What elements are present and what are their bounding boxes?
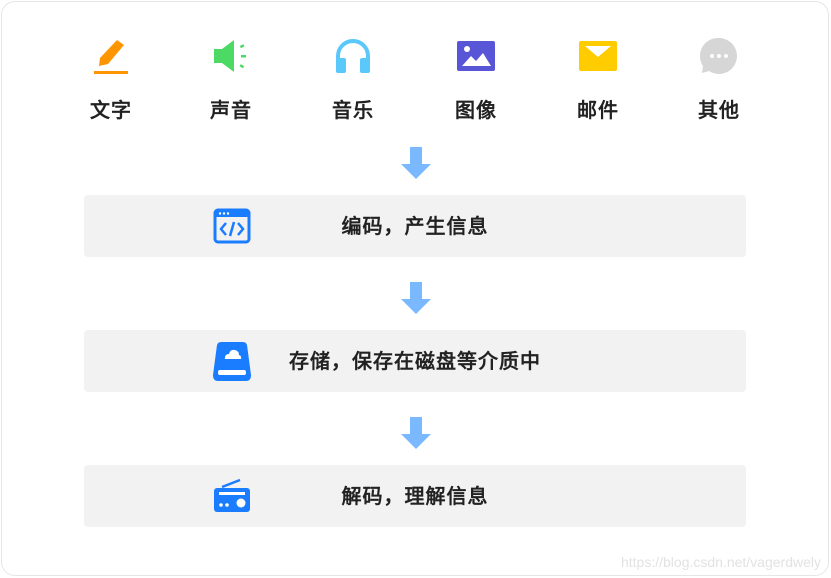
image-icon: [454, 34, 498, 78]
category-label: 其他: [698, 98, 740, 122]
mail-icon: [576, 34, 620, 78]
down-arrow-icon: [401, 147, 431, 179]
category-label: 图像: [455, 98, 497, 122]
category-other: 其他: [679, 34, 759, 123]
chat-bubble-icon: [697, 34, 741, 78]
category-text: 文字: [71, 34, 151, 123]
category-label: 声音: [210, 98, 252, 122]
step-storage: 存储，保存在磁盘等介质中: [84, 330, 746, 392]
category-image: 图像: [436, 34, 516, 123]
watermark: https://blog.csdn.net/vagerdwely: [620, 554, 821, 570]
step-label: 解码，理解信息: [341, 484, 489, 508]
pencil-icon: [89, 34, 133, 78]
speaker-icon: [209, 34, 253, 78]
step-label: 存储，保存在磁盘等介质中: [289, 349, 541, 373]
category-mail: 邮件: [558, 34, 638, 123]
down-arrow-icon: [401, 417, 431, 449]
category-music: 音乐: [313, 34, 393, 123]
category-label: 文字: [90, 98, 132, 122]
down-arrow-icon: [401, 282, 431, 314]
category-label: 音乐: [332, 98, 374, 122]
category-sound: 声音: [191, 34, 271, 123]
code-window-icon: [213, 208, 251, 244]
category-label: 邮件: [577, 98, 619, 122]
information-types-row: 文字 声音 音乐: [0, 0, 831, 130]
cloud-disk-icon: [213, 342, 251, 381]
step-label: 编码，产生信息: [341, 214, 489, 238]
step-decode: 解码，理解信息: [84, 465, 746, 527]
step-encode: 编码，产生信息: [84, 195, 746, 257]
headphones-icon: [331, 34, 375, 78]
radio-icon: [214, 478, 250, 512]
